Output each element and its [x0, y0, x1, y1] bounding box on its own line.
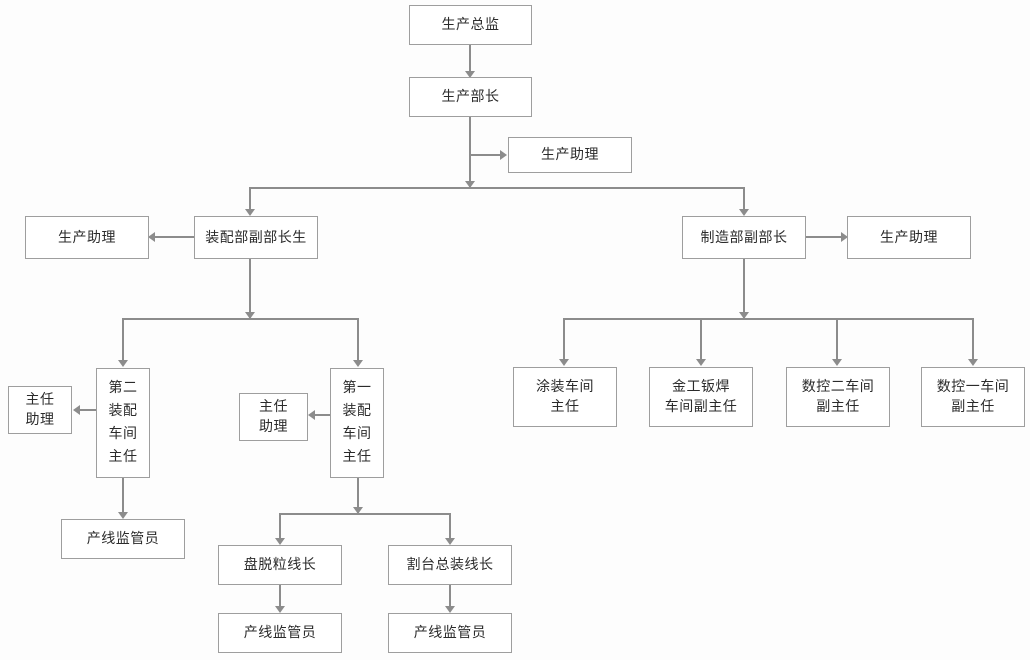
node-manufacturing-deputy[interactable]: 制造部副部长	[682, 216, 806, 259]
arrowhead-to-manufacturing-deputy	[739, 209, 749, 216]
arrowhead-assembly-trunk	[245, 312, 255, 319]
arrowhead-to-header-assembly	[445, 538, 455, 545]
connector-assembly-level4-bar	[122, 318, 358, 320]
node-assembly-deputy[interactable]: 装配部副部长生	[194, 216, 318, 259]
arrowhead-to-second-assembly	[118, 360, 128, 367]
node-first-assembly-aide[interactable]: 主任 助理	[239, 393, 308, 441]
connector-assembly-deputy-to-assistant	[155, 236, 194, 238]
node-first-assembly-chief[interactable]: 第一 装配 车间 主任	[330, 368, 384, 478]
connector-level3-bar	[249, 187, 745, 189]
arrowhead-assembly-deputy-to-assistant	[148, 232, 155, 242]
arrowhead-to-assembly-deputy	[245, 209, 255, 216]
node-line-supervisor-b[interactable]: 产线监管员	[218, 613, 342, 653]
connector-to-header-assembly	[449, 513, 451, 539]
arrowhead-second-assembly-to-supervisor	[118, 512, 128, 519]
arrowhead-to-cnc1	[968, 359, 978, 366]
connector-to-cnc1	[972, 318, 974, 360]
node-cnc2-chief[interactable]: 数控二车间 副主任	[786, 367, 890, 427]
node-second-assembly-aide[interactable]: 主任 助理	[8, 386, 72, 434]
arrowhead-director-to-manager	[465, 71, 475, 78]
node-production-manager[interactable]: 生产部长	[409, 77, 532, 117]
arrowhead-to-painting	[559, 359, 569, 366]
arrowhead-to-threshing-line	[275, 538, 285, 545]
node-threshing-line-leader[interactable]: 盘脱粒线长	[218, 545, 342, 585]
connector-first-assembly-trunk	[357, 478, 359, 513]
arrowhead-second-assembly-to-aide	[73, 405, 80, 415]
arrowhead-to-first-assembly	[353, 360, 363, 367]
arrowhead-first-assembly-trunk	[353, 507, 363, 514]
connector-manager-to-assistant	[469, 154, 500, 156]
arrowhead-manager-trunk	[465, 181, 475, 188]
node-assembly-assistant[interactable]: 生产助理	[25, 216, 149, 259]
node-cnc1-chief[interactable]: 数控一车间 副主任	[921, 367, 1025, 427]
arrowhead-manufacturing-deputy-to-assistant	[841, 232, 848, 242]
node-painting-chief[interactable]: 涂装车间 主任	[513, 367, 617, 427]
connector-level3-right-drop	[743, 187, 745, 211]
node-second-assembly-chief[interactable]: 第二 装配 车间 主任	[96, 368, 150, 478]
connector-to-painting	[563, 318, 565, 360]
connector-to-threshing-line	[279, 513, 281, 539]
node-header-assembly-leader[interactable]: 割台总装线长	[388, 545, 512, 585]
connector-second-assembly-to-supervisor	[122, 478, 124, 512]
arrowhead-manager-to-assistant	[500, 150, 507, 160]
node-line-supervisor-a[interactable]: 产线监管员	[61, 519, 185, 559]
node-manufacturing-assistant[interactable]: 生产助理	[847, 216, 971, 259]
node-line-supervisor-c[interactable]: 产线监管员	[388, 613, 512, 653]
connector-manufacturing-level4-bar	[563, 318, 972, 320]
connector-manufacturing-deputy-to-assistant	[806, 236, 842, 238]
connector-level3-left-drop	[249, 187, 251, 211]
connector-to-metalwork	[700, 318, 702, 360]
connector-to-second-assembly	[122, 318, 124, 361]
node-metalwork-chief[interactable]: 金工钣焊 车间副主任	[649, 367, 753, 427]
node-production-assistant-top[interactable]: 生产助理	[508, 137, 632, 173]
arrowhead-to-metalwork	[696, 359, 706, 366]
connector-to-first-assembly	[357, 318, 359, 361]
connector-first-assembly-to-aide	[315, 414, 330, 416]
arrowhead-manufacturing-trunk	[739, 312, 749, 319]
connector-director-to-manager	[469, 45, 471, 71]
connector-manager-trunk	[469, 117, 471, 187]
connector-to-cnc2	[836, 318, 838, 360]
connector-header-to-supervisor	[449, 585, 451, 607]
connector-second-assembly-to-aide	[80, 409, 97, 411]
arrowhead-header-to-supervisor	[445, 606, 455, 613]
arrowhead-threshing-to-supervisor	[275, 606, 285, 613]
connector-assembly-trunk	[249, 259, 251, 318]
connector-threshing-to-supervisor	[279, 585, 281, 607]
arrowhead-first-assembly-to-aide	[308, 410, 315, 420]
node-production-director[interactable]: 生产总监	[409, 5, 532, 45]
connector-first-assembly-bottom-bar	[279, 513, 451, 515]
arrowhead-to-cnc2	[832, 359, 842, 366]
connector-manufacturing-trunk	[743, 259, 745, 318]
